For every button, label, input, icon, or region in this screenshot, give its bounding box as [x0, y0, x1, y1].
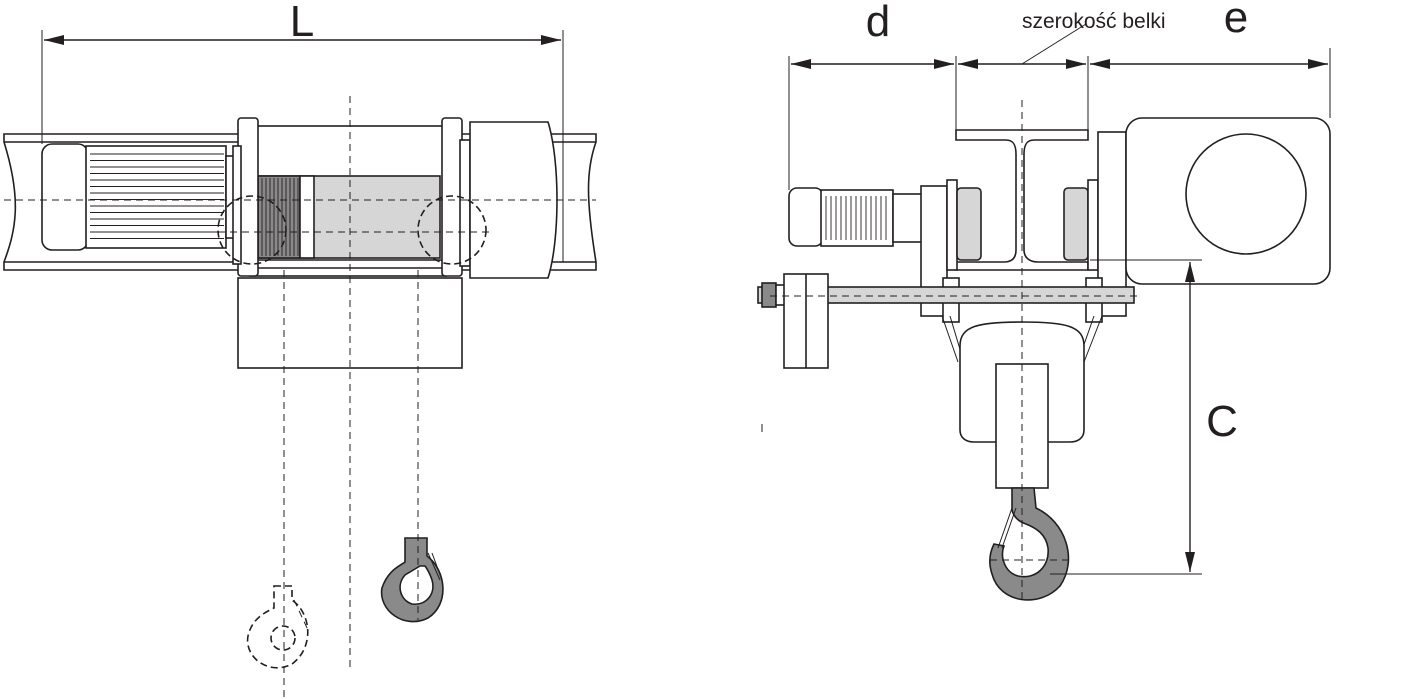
drum-frame-side	[217, 117, 558, 369]
motor-side	[41, 143, 237, 251]
side-view: L	[3, 0, 597, 699]
gearbox-end	[1125, 117, 1331, 285]
dimension-beam-width: szerokość belki	[958, 10, 1166, 130]
dimension-L-label: L	[290, 0, 314, 46]
dimension-C-label: C	[1206, 397, 1238, 446]
dimension-C: C	[1050, 259, 1238, 575]
hook-icon	[380, 537, 444, 623]
dimension-d-label: d	[866, 0, 890, 46]
dimension-d: d	[788, 0, 957, 190]
dashed-hook-icon	[246, 585, 309, 669]
cross-rod	[757, 273, 1135, 369]
motor-end	[788, 187, 924, 247]
dimension-L: L	[41, 0, 564, 262]
beam-width-label: szerokość belki	[1022, 10, 1166, 33]
hook-icon	[989, 487, 1070, 601]
end-view: d szerokość belki e C	[757, 0, 1331, 601]
dimension-e-label: e	[1224, 0, 1248, 42]
dimension-e: e	[1090, 0, 1331, 118]
